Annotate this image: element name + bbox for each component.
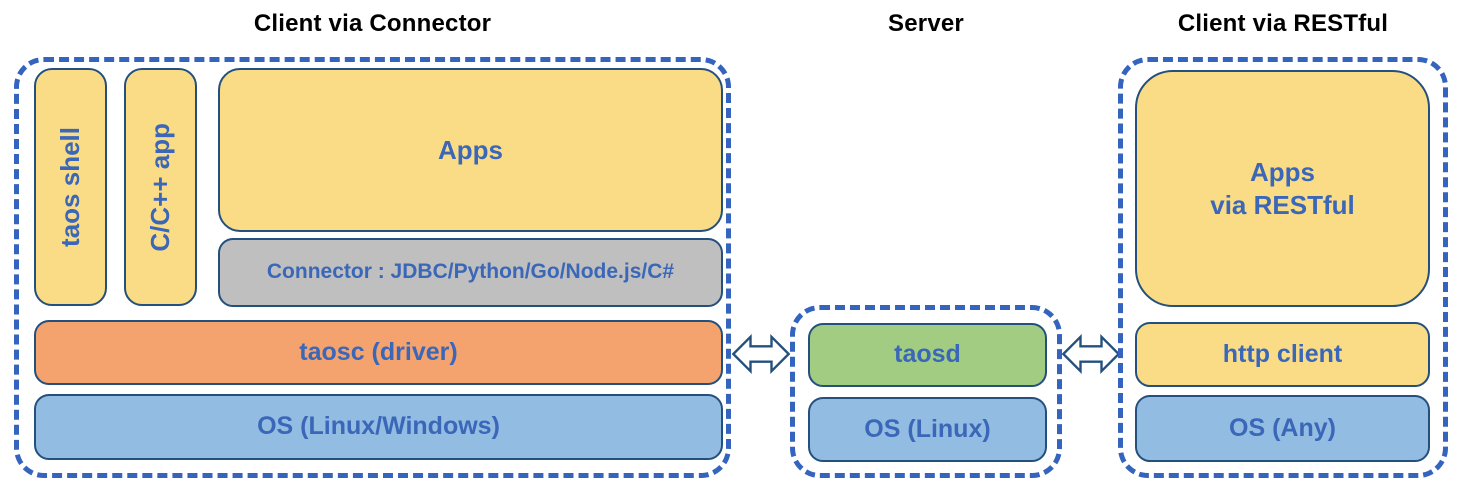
taosd-label: taosd [894,340,961,369]
box-http-client: http client [1135,322,1430,387]
box-taosc-driver: taosc (driver) [34,320,723,385]
connector-label: Connector : JDBC/Python/Go/Node.js/C# [266,260,675,284]
os-any-label: OS (Any) [1229,413,1336,442]
apps-via-restful-line2: via RESTful [1210,189,1355,220]
box-apps: Apps [218,68,723,232]
os-linux-windows-label: OS (Linux/Windows) [257,412,500,441]
http-client-label: http client [1222,339,1343,368]
bidirectional-arrow-icon [732,333,790,375]
apps-label: Apps [438,134,503,165]
taosc-driver-label: taosc (driver) [299,337,458,366]
box-connector: Connector : JDBC/Python/Go/Node.js/C# [218,238,723,307]
section-title-client-restful: Client via RESTful [1177,10,1389,37]
taos-shell-label: taos shell [55,127,86,247]
box-taos-shell: taos shell [34,68,107,306]
box-taosd: taosd [808,323,1047,387]
os-linux-label: OS (Linux) [864,414,991,443]
apps-via-restful-line1: Apps [1249,157,1315,187]
group-client-via-connector: taos shell C/C++ app Apps Connector : JD… [14,57,731,478]
group-server: taosd OS (Linux) [790,305,1062,478]
box-cpp-app: C/C++ app [124,68,197,306]
section-title-server: Server [888,10,964,37]
section-title-client-connector: Client via Connector [253,10,492,37]
group-client-via-restful: Apps via RESTful http client OS (Any) [1118,57,1448,478]
box-os-any: OS (Any) [1135,395,1430,462]
box-os-linux-windows: OS (Linux/Windows) [34,394,723,460]
box-os-linux: OS (Linux) [808,397,1047,462]
box-apps-via-restful: Apps via RESTful [1135,70,1430,307]
cpp-app-label: C/C++ app [145,122,176,252]
apps-via-restful-label: Apps via RESTful [1210,156,1354,221]
bidirectional-arrow-icon [1062,333,1120,375]
